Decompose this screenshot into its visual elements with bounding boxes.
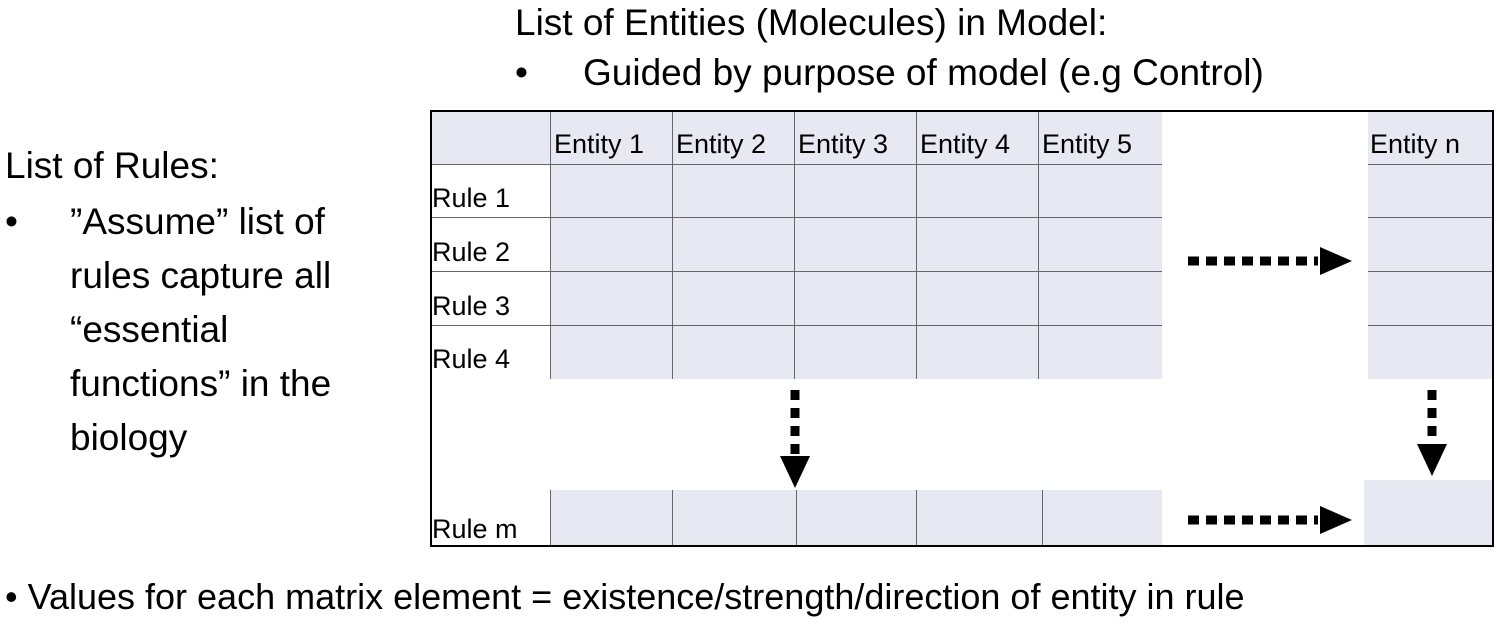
bullet: • [515, 52, 528, 93]
entities-title: List of Entities (Molecules) in Model: [515, 2, 1108, 43]
rule-m-entity-n-bg [1364, 480, 1492, 545]
row-label-rule-m: Rule m [432, 514, 518, 544]
rules-description-text: ”Assume” list of rules capture all “esse… [70, 201, 332, 458]
column-header-entity-n: Entity n [1370, 129, 1461, 159]
row-label-rule-1: Rule 1 [432, 183, 511, 213]
row-label-rule-3: Rule 3 [432, 291, 511, 321]
column-header-entity-2: Entity 2 [676, 129, 767, 159]
rules-title: List of Rules: [5, 145, 219, 186]
dotted-arrow-right-icon [1188, 247, 1352, 275]
rule-m-row-bg [432, 490, 1162, 545]
column-header-entity-3: Entity 3 [798, 129, 889, 159]
rule-entity-matrix: Entity 1 Entity 2 Entity 3 Entity 4 Enti… [430, 110, 1494, 547]
entities-subtitle-text: Guided by purpose of model (e.g Control) [583, 52, 1264, 93]
dotted-arrow-down-icon [780, 390, 810, 488]
header-cell-entity-n-bg [1368, 112, 1492, 164]
column-header-entity-4: Entity 4 [920, 129, 1011, 159]
entities-subtitle: • Guided by purpose of model (e.g Control… [515, 52, 1264, 94]
row-label-rule-4: Rule 4 [432, 344, 511, 374]
bullet: • [5, 201, 18, 242]
matrix-values-note: • Values for each matrix element = exist… [5, 576, 1245, 617]
dotted-arrow-down-icon [1417, 390, 1447, 476]
column-header-entity-5: Entity 5 [1042, 129, 1133, 159]
entity-n-column-bg [1368, 165, 1492, 379]
dotted-arrow-right-icon [1188, 506, 1352, 534]
body-rows-bg [432, 165, 1162, 379]
rules-description: • ”Assume” list of rules capture all “es… [5, 195, 390, 465]
row-label-rule-2: Rule 2 [432, 237, 511, 267]
header-row-bg [432, 112, 1162, 164]
column-header-entity-1: Entity 1 [554, 129, 645, 159]
